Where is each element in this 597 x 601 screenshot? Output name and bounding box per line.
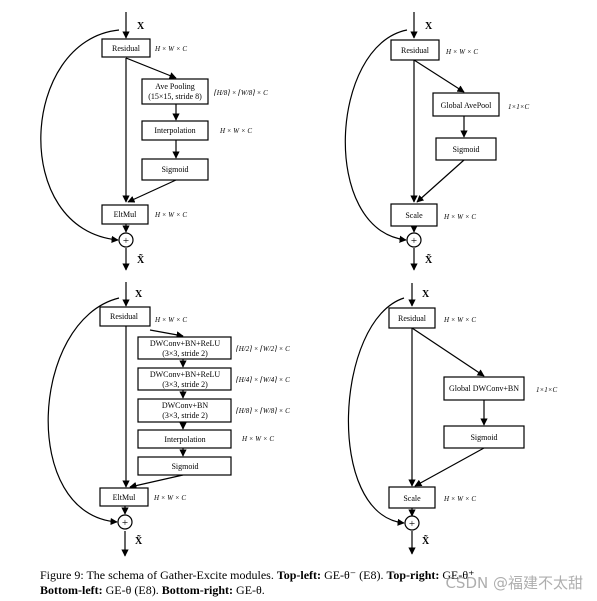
tl-eltmul-dim: H × W × C bbox=[154, 211, 187, 219]
csdn-watermark: CSDN @福建不太甜 bbox=[445, 574, 583, 592]
br-residual-box bbox=[388, 307, 436, 329]
caption-top-left-key: Top-left: bbox=[276, 568, 322, 582]
caption-bottom-right-key: Bottom-right: bbox=[161, 583, 234, 597]
figure-caption: Figure 9: The schema of Gather-Excite mo… bbox=[40, 568, 590, 598]
bl-interp-dim: H × W × C bbox=[241, 435, 274, 443]
br-plus-sign: + bbox=[409, 518, 415, 530]
bl-residual-dim: H × W × C bbox=[154, 316, 187, 324]
tl-residual-label: Residual bbox=[112, 44, 141, 53]
tr-residual-box bbox=[390, 39, 440, 61]
br-sigmoid-box bbox=[443, 425, 525, 449]
tr-gap-box bbox=[432, 92, 500, 117]
bl-sigmoid-label: Sigmoid bbox=[171, 462, 198, 471]
ge-modules-figure: X Residual H × W × C Ave Pooling (15×15,… bbox=[40, 12, 557, 557]
caption-bottom-left-key: Bottom-left: bbox=[40, 583, 103, 597]
bl-residual-label: Residual bbox=[110, 312, 139, 321]
bl-dw1-dim: ⌈H/2⌉ × ⌈W/2⌉ × C bbox=[236, 345, 290, 353]
bl-dw2-box bbox=[137, 367, 232, 391]
tr-sigmoid-label: Sigmoid bbox=[452, 145, 479, 154]
tl-output-symbol: X̃ bbox=[137, 253, 145, 266]
tr-gap-label: Global AvePool bbox=[441, 101, 493, 110]
tr-gap-dim: 1×1×C bbox=[508, 103, 529, 111]
br-scale-box bbox=[388, 486, 436, 509]
caption-top-right-val: GE-θ⁺ bbox=[442, 568, 475, 582]
tl-plus-sign: + bbox=[123, 235, 129, 247]
diagram-bottom-left bbox=[47, 282, 187, 557]
br-sigmoid-label: Sigmoid bbox=[470, 433, 497, 442]
bl-residual-box bbox=[99, 306, 151, 327]
br-scale-label: Scale bbox=[403, 494, 421, 503]
br-scale-dim: H × W × C bbox=[443, 495, 476, 503]
bl-dw3-label-2: (3×3, stride 2) bbox=[162, 411, 208, 420]
bl-plus-sign: + bbox=[122, 517, 128, 529]
diagram-top-left bbox=[40, 12, 180, 271]
bl-dw3-label-1: DWConv+BN bbox=[162, 401, 209, 410]
bl-input-symbol: X bbox=[135, 289, 143, 300]
tr-output-symbol: X̃ bbox=[425, 253, 433, 266]
caption-bottom-right-val: GE-θ. bbox=[236, 583, 265, 597]
caption-intro: The schema of Gather-Excite modules. bbox=[86, 568, 274, 582]
caption-top-right-key: Top-right: bbox=[386, 568, 440, 582]
br-residual-dim: H × W × C bbox=[443, 316, 476, 324]
tr-plus-sign: + bbox=[411, 235, 417, 247]
tr-scale-label: Scale bbox=[405, 211, 423, 220]
tl-sigmoid-label: Sigmoid bbox=[161, 165, 188, 174]
tl-eltmul-box bbox=[101, 204, 149, 225]
bl-eltmul-box bbox=[99, 487, 149, 507]
tl-residual-dim: H × W × C bbox=[154, 45, 187, 53]
tr-scale-dim: H × W × C bbox=[443, 213, 476, 221]
bl-dw1-label-1: DWConv+BN+ReLU bbox=[150, 339, 221, 348]
tl-interp-box bbox=[141, 120, 209, 141]
tl-sigmoid-box bbox=[141, 158, 209, 181]
br-input-symbol: X bbox=[422, 289, 430, 300]
tr-residual-dim: H × W × C bbox=[445, 48, 478, 56]
tl-pool-dim: ⌈H/8⌉ × ⌈W/8⌉ × C bbox=[214, 89, 268, 97]
bl-dw1-label-2: (3×3, stride 2) bbox=[162, 349, 208, 358]
tl-eltmul-label: EltMul bbox=[114, 210, 137, 219]
tr-input-symbol: X bbox=[425, 21, 433, 32]
tl-interp-label: Interpolation bbox=[154, 126, 195, 135]
br-gdw-label: Global DWConv+BN bbox=[449, 384, 519, 393]
bl-eltmul-dim: H × W × C bbox=[153, 494, 186, 502]
tl-residual-box bbox=[101, 38, 151, 58]
bl-interp-label: Interpolation bbox=[164, 435, 205, 444]
bl-dw3-box bbox=[137, 398, 232, 423]
caption-bottom-left-val: GE-θ (E8). bbox=[105, 583, 159, 597]
tr-sigmoid-box bbox=[435, 137, 497, 161]
tr-residual-label: Residual bbox=[401, 46, 430, 55]
diagram-bottom-right bbox=[347, 283, 488, 555]
bl-dw3-dim: ⌈H/8⌉ × ⌈W/8⌉ × C bbox=[236, 407, 290, 415]
tl-input-symbol: X bbox=[137, 21, 145, 32]
bl-dw2-label-2: (3×3, stride 2) bbox=[162, 380, 208, 389]
br-gdw-dim: 1×1×C bbox=[536, 386, 557, 394]
tr-scale-box bbox=[390, 203, 438, 227]
tl-pool-label-1: Ave Pooling bbox=[155, 82, 195, 91]
caption-top-left-val: GE-θ⁻ (E8). bbox=[324, 568, 384, 582]
tl-interp-dim: H × W × C bbox=[219, 127, 252, 135]
bl-dw1-box bbox=[137, 336, 232, 360]
diagram-top-right bbox=[344, 12, 468, 271]
caption-figure-label: Figure 9: bbox=[40, 568, 84, 582]
bl-output-symbol: X̃ bbox=[135, 534, 143, 547]
bl-interp-box bbox=[137, 429, 232, 449]
br-residual-label: Residual bbox=[398, 314, 427, 323]
tl-pool-box bbox=[141, 78, 209, 105]
bl-sigmoid-box bbox=[137, 456, 232, 476]
br-output-symbol: X̃ bbox=[422, 534, 430, 547]
br-gdw-box bbox=[443, 376, 525, 401]
tl-pool-label-2: (15×15, stride 8) bbox=[148, 92, 202, 101]
bl-dw2-label-1: DWConv+BN+ReLU bbox=[150, 370, 221, 379]
bl-dw2-dim: ⌈H/4⌉ × ⌈W/4⌉ × C bbox=[236, 376, 290, 384]
bl-eltmul-label: EltMul bbox=[113, 493, 136, 502]
